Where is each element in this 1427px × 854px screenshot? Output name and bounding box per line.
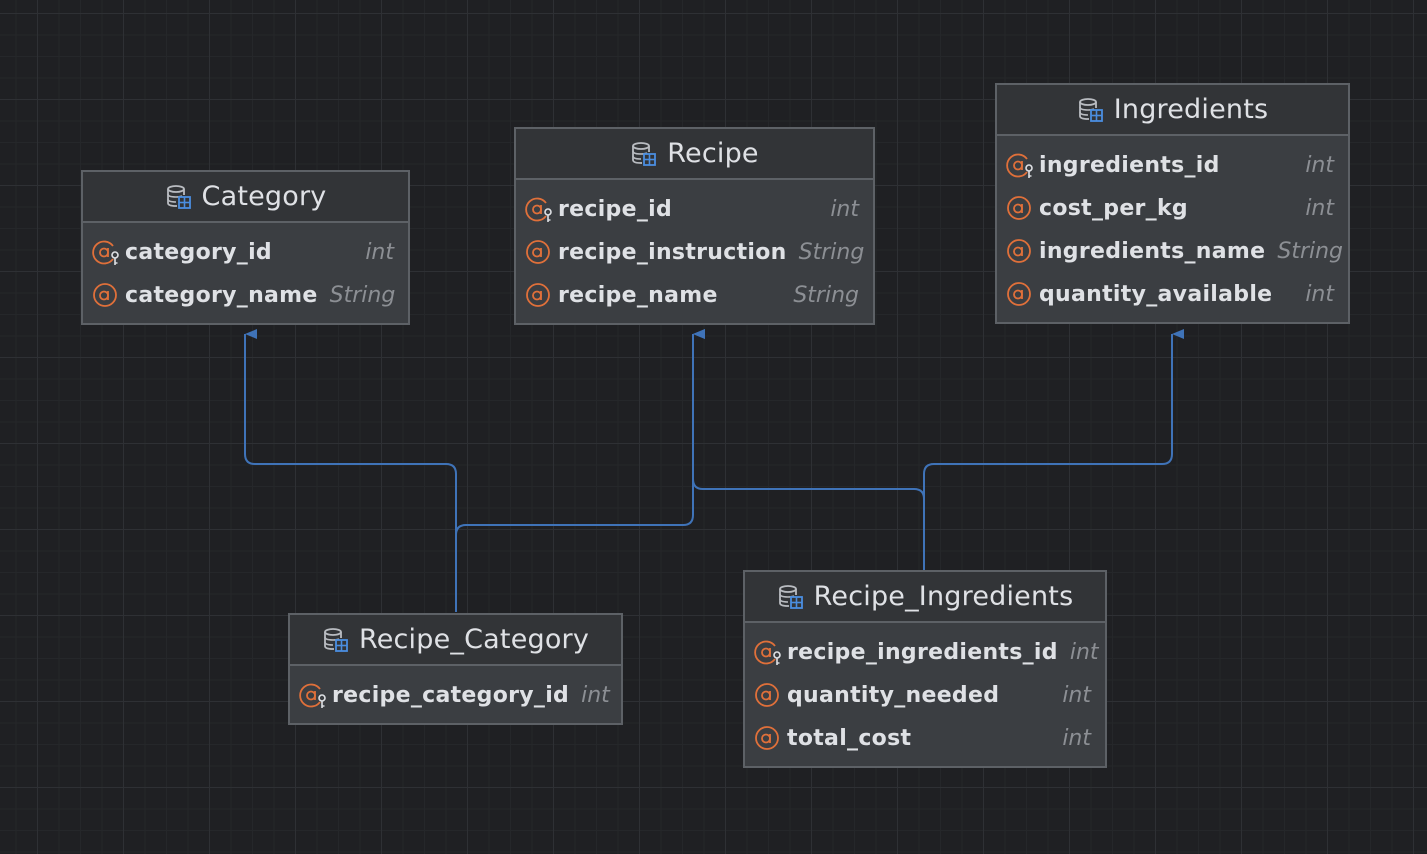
entity-fields: category_id int category_name String (83, 223, 408, 323)
field-type: int (1305, 282, 1334, 307)
field-row[interactable]: ingredients_id int (997, 144, 1348, 187)
field-name: category_name (125, 283, 318, 308)
entity-category[interactable]: Category category_id int category_name Strin… (81, 170, 410, 325)
field-type: int (1305, 153, 1334, 178)
relation-recipe-category-to-category[interactable] (244, 329, 457, 612)
field-name: recipe_ingredients_id (787, 640, 1058, 665)
field-row[interactable]: cost_per_kg int (997, 187, 1348, 230)
field-type: int (1305, 196, 1334, 221)
database-table-icon (166, 184, 191, 209)
field-type: String (793, 283, 859, 308)
field-type: String (1277, 239, 1344, 264)
field-row[interactable]: recipe_category_id int (290, 674, 621, 717)
primary-key-field-icon (754, 640, 781, 665)
entity-header: Recipe (516, 129, 873, 180)
primary-key-field-icon (1006, 153, 1033, 178)
database-table-icon (632, 141, 657, 166)
field-row[interactable]: recipe_ingredients_id int (745, 631, 1105, 674)
field-row[interactable]: recipe_id int (516, 188, 873, 231)
field-icon (1007, 238, 1031, 263)
field-name: quantity_available (1039, 282, 1273, 307)
field-row[interactable]: category_id int (83, 231, 408, 274)
field-row[interactable]: quantity_needed int (745, 674, 1105, 717)
field-type: int (830, 197, 859, 222)
primary-key-field-icon (92, 240, 119, 265)
entity-title: Category (201, 181, 327, 212)
field-type: int (1069, 640, 1099, 665)
field-icon (93, 282, 117, 307)
field-type: int (581, 683, 610, 708)
field-icon (526, 239, 550, 264)
entity-title: Recipe (667, 138, 759, 169)
database-table-icon (324, 627, 348, 652)
relation-recipe-ingredients-to-recipe[interactable] (692, 329, 925, 570)
field-row[interactable]: quantity_available int (997, 273, 1348, 316)
field-icon (755, 725, 779, 750)
field-type: int (1062, 683, 1091, 708)
field-name: recipe_category_id (332, 683, 570, 708)
field-name: ingredients_id (1039, 153, 1220, 178)
field-type: String (329, 283, 396, 308)
entity-title: Recipe_Ingredients (813, 581, 1074, 612)
database-table-icon (1078, 97, 1103, 122)
field-type: int (1062, 726, 1091, 751)
field-row[interactable]: category_name String (83, 274, 408, 317)
entity-title: Ingredients (1113, 94, 1269, 125)
entity-title: Recipe_Category (358, 624, 590, 655)
field-row[interactable]: recipe_instruction String (516, 231, 873, 274)
field-name: ingredients_name (1039, 239, 1266, 264)
database-table-icon (778, 584, 803, 609)
entity-fields: recipe_category_id int (290, 666, 621, 723)
field-name: category_id (125, 240, 272, 265)
field-name: recipe_name (558, 283, 718, 308)
entity-recipe-category[interactable]: Recipe_Category recipe_category_id int (288, 613, 623, 725)
primary-key-field-icon (525, 197, 552, 222)
field-type: String (798, 240, 865, 265)
field-name: recipe_id (558, 197, 673, 222)
relation-recipe-ingredients-to-ingredients[interactable] (923, 329, 1184, 570)
field-name: cost_per_kg (1039, 196, 1188, 221)
entity-header: Recipe_Category (290, 615, 621, 666)
field-icon (755, 682, 779, 707)
field-name: recipe_instruction (558, 240, 787, 265)
field-type: int (365, 240, 394, 265)
field-icon (526, 282, 550, 307)
relation-recipe-category-to-recipe[interactable] (455, 329, 705, 612)
entity-header: Ingredients (997, 85, 1348, 136)
entity-header: Recipe_Ingredients (745, 572, 1105, 623)
field-row[interactable]: ingredients_name String (997, 230, 1348, 273)
field-icon (1007, 281, 1031, 306)
field-row[interactable]: recipe_name String (516, 274, 873, 317)
field-name: total_cost (787, 726, 912, 751)
entity-header: Category (83, 172, 408, 223)
field-row[interactable]: total_cost int (745, 717, 1105, 760)
field-name: quantity_needed (787, 683, 1000, 708)
primary-key-field-icon (299, 683, 326, 708)
field-icon (1007, 195, 1031, 220)
